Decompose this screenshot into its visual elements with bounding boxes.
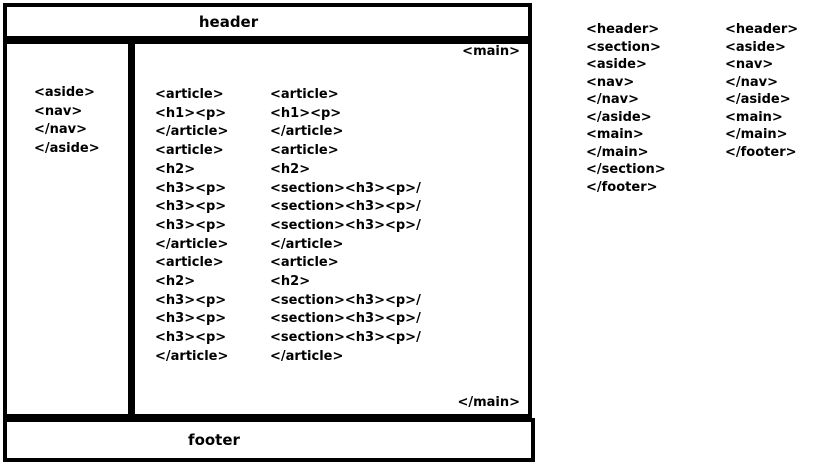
main-right-tag-line: <article>	[270, 87, 339, 102]
main-right-tag-line: <section><h3><p>/	[270, 311, 421, 327]
aside-tag-list: <aside> <nav> </nav> </aside>	[34, 84, 100, 159]
main-left-tag-line: <h3><p>	[155, 217, 227, 233]
list2-tag-line: </aside>	[725, 92, 791, 107]
main-right-tag-line: <section><h3><p>/	[270, 180, 421, 196]
list2-tag-line: <main>	[725, 109, 783, 125]
list1-tag-line: <nav>	[586, 74, 635, 90]
aside-tag-line: <nav>	[34, 103, 83, 119]
main-open-tag: <main>	[462, 44, 520, 59]
list1-tag-line: </footer>	[586, 179, 658, 195]
markup-list-with-section: <header> <section> <aside> <nav> </nav> </asi…	[586, 21, 666, 196]
main-left-tag-line: </article>	[155, 236, 229, 252]
main-left-tag-line: </article>	[155, 124, 229, 140]
header-box: header	[3, 3, 532, 40]
list2-tag-line: </nav>	[725, 74, 779, 90]
main-left-tag-line: <h2>	[155, 161, 196, 177]
main-left-tag-line: <article>	[155, 87, 224, 102]
list2-tag-line: </main>	[725, 127, 788, 142]
main-left-tag-line: <h2>	[155, 274, 196, 290]
main-left-tag-line: <h3><p>	[155, 180, 227, 196]
header-box-label: header	[198, 12, 259, 31]
main-column-right: <article> <h1><p> </article> <article> <h2> <…	[270, 86, 421, 367]
aside-tag-line: </nav>	[34, 122, 88, 138]
list2-tag-line: <aside>	[725, 39, 786, 55]
main-right-tag-line: </article>	[270, 236, 344, 252]
main-box: <main> <article><h1><p></article><articl…	[128, 40, 532, 418]
list1-tag-line: <header>	[586, 22, 660, 37]
footer-box: footer	[3, 418, 535, 462]
main-right-tag-line: <section><h3><p>/	[270, 217, 421, 233]
main-right-tag-line: <h1><p>	[270, 105, 342, 121]
main-right-tag-line: <section><h3><p>/	[270, 292, 421, 308]
main-right-tag-line: </article>	[270, 124, 344, 140]
main-column-left: <article> <h1><p> </article> <article> <h2> <…	[155, 86, 228, 367]
list1-tag-line: </aside>	[586, 109, 652, 125]
list1-tag-line: <aside>	[586, 57, 647, 72]
main-close-tag: </main>	[457, 395, 520, 410]
main-left-tag-line: <h3><p>	[155, 292, 227, 308]
main-left-tag-line: <article>	[155, 143, 224, 159]
main-left-tag-line: <h1><p>	[155, 105, 227, 121]
aside-tag-line: </aside>	[34, 141, 100, 157]
main-right-tag-line: <article>	[270, 143, 339, 159]
list1-tag-line: <section>	[586, 39, 661, 55]
markup-list-without-section: <header> <aside> <nav> </nav> </aside> <main>…	[725, 21, 798, 161]
main-right-tag-line: <section><h3><p>/	[270, 199, 421, 215]
aside-tag-line: <aside>	[34, 85, 95, 100]
list1-tag-line: </section>	[586, 162, 666, 177]
list2-tag-line: <header>	[725, 22, 799, 37]
main-left-tag-line: <article>	[155, 255, 224, 271]
main-left-tag-line: <h3><p>	[155, 199, 227, 215]
list1-tag-line: </nav>	[586, 92, 640, 107]
main-right-tag-line: <section><h3><p>/	[270, 330, 421, 346]
list1-tag-line: <main>	[586, 127, 644, 142]
main-right-tag-line: <h2>	[270, 161, 311, 177]
list2-tag-line: <nav>	[725, 57, 774, 72]
main-right-tag-line: </article>	[270, 348, 344, 364]
main-left-tag-line: </article>	[155, 348, 229, 364]
main-left-tag-line: <h3><p>	[155, 330, 227, 346]
main-right-tag-line: <article>	[270, 255, 339, 271]
aside-box: <aside> <nav> </nav> </aside>	[3, 40, 128, 418]
main-right-tag-line: <h2>	[270, 274, 311, 290]
main-left-tag-line: <h3><p>	[155, 311, 227, 327]
list1-tag-line: </main>	[586, 144, 649, 160]
footer-box-label: footer	[188, 431, 240, 449]
list2-tag-line: </footer>	[725, 144, 797, 160]
